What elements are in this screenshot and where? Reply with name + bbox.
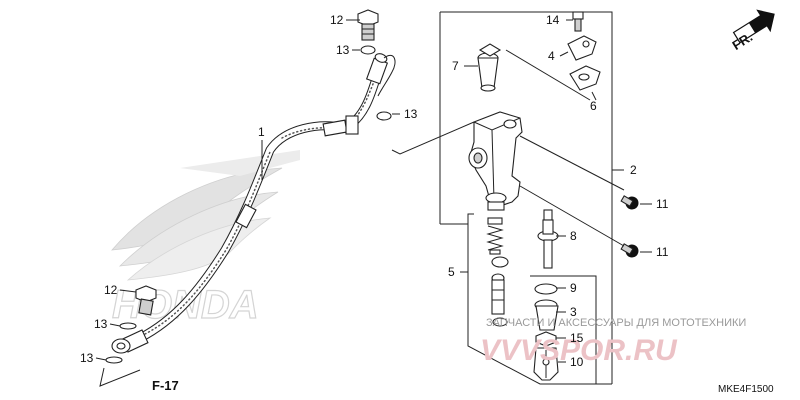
- callout-12-upper: 12: [330, 13, 344, 27]
- callout-13-lower-a: 13: [94, 317, 108, 331]
- reference-label: F-17: [152, 378, 179, 393]
- mounting-bolt-upper: [620, 195, 639, 210]
- push-rod-nut: [535, 331, 557, 347]
- lower-washer-top: [119, 322, 137, 330]
- callout-3: 3: [570, 305, 577, 319]
- brake-hose: [111, 53, 396, 354]
- circlip: [492, 317, 508, 327]
- callout-13-lower-b: 13: [80, 351, 94, 365]
- upper-washer-bottom: [376, 111, 392, 121]
- callout-13-upper-b: 13: [404, 107, 418, 121]
- piston: [491, 273, 505, 315]
- callout-5: 5: [448, 265, 455, 279]
- fluid-inlet-joint: [537, 209, 559, 269]
- callout-9: 9: [570, 281, 577, 295]
- mounting-bolt-lower: [620, 243, 639, 258]
- callout-7: 7: [452, 59, 459, 73]
- clevis: [533, 347, 559, 381]
- piston-spring: [486, 217, 504, 255]
- callout-6: 6: [590, 99, 597, 113]
- honda-wing-logo: [111, 150, 300, 281]
- reservoir-joint: [477, 43, 502, 92]
- leader-lines: [95, 19, 652, 387]
- boot: [534, 299, 559, 331]
- master-cylinder-body: [468, 111, 523, 211]
- cap-screw: [572, 11, 584, 32]
- upper-washer-top: [360, 45, 376, 55]
- callout-1: 1: [258, 125, 265, 139]
- callout-11-lower: 11: [656, 245, 669, 259]
- callout-10: 10: [570, 355, 584, 369]
- callout-2: 2: [630, 163, 637, 177]
- callout-13-upper-a: 13: [336, 43, 350, 57]
- lower-banjo-bolt: [135, 285, 157, 316]
- callout-8: 8: [570, 229, 577, 243]
- watermark-site: VVVSPOR.RU: [480, 334, 678, 367]
- primary-cup: [491, 256, 509, 268]
- o-ring: [534, 283, 558, 295]
- diagram-code: MKE4F1500: [718, 384, 774, 395]
- callout-4: 4: [548, 49, 555, 63]
- lower-washer-bottom: [105, 356, 123, 364]
- callout-12-lower: 12: [104, 283, 118, 297]
- callout-14: 14: [546, 13, 560, 27]
- diaphragm-plate: [569, 65, 601, 91]
- reservoir-cap: [567, 35, 597, 61]
- front-direction-arrow-icon: [732, 9, 775, 44]
- callout-15: 15: [570, 331, 584, 345]
- watermark-tagline: ЗАПЧАСТИ И АКСЕССУАРЫ ДЛЯ МОТОТЕХНИКИ: [486, 317, 746, 329]
- callout-11-upper: 11: [656, 197, 669, 211]
- upper-banjo-bolt: [357, 9, 379, 41]
